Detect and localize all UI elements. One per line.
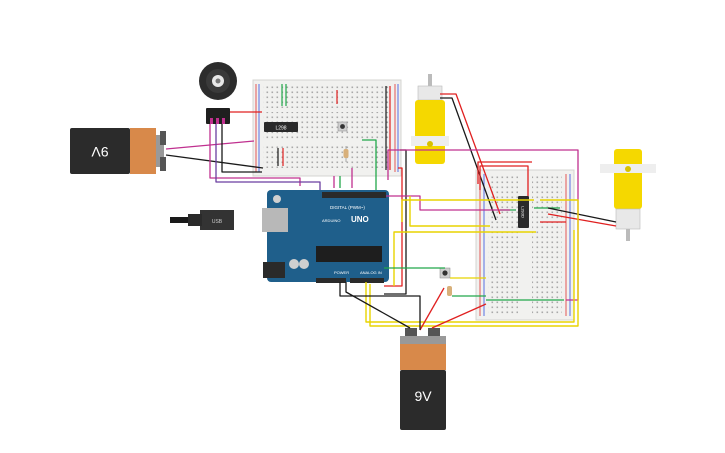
arduino-digital-label: DIGITAL (PWM~): [330, 205, 365, 210]
resistor-bottom[interactable]: [447, 286, 452, 296]
driver-chip-right-label: L293D: [521, 206, 526, 218]
wire-black: [165, 154, 264, 169]
motor-right[interactable]: [600, 149, 656, 241]
arduino-power-label: POWER: [334, 270, 349, 275]
resistor-top[interactable]: [343, 146, 349, 162]
usb-cable[interactable]: USB: [170, 210, 234, 230]
battery-left[interactable]: 9V: [70, 128, 166, 174]
battery-left-label: 9V: [91, 144, 109, 160]
battery-bottom[interactable]: 9V: [400, 328, 446, 430]
usb-label: USB: [212, 219, 223, 225]
wires: [165, 93, 617, 331]
driver-chip-right[interactable]: L293D: [518, 196, 529, 228]
driver-chip-top-label: L298: [275, 126, 286, 132]
battery-bottom-label: 9V: [414, 388, 432, 404]
top-board-jumpers: [277, 84, 391, 170]
push-button-top[interactable]: [337, 121, 348, 132]
push-button-bottom[interactable]: [439, 267, 451, 279]
arduino-analog-label: ANALOG IN: [360, 270, 382, 275]
arduino-brand-label: ARDUINO: [322, 218, 340, 223]
driver-chip-top[interactable]: L298: [264, 122, 298, 132]
arduino-model-label: UNO: [351, 215, 369, 224]
potentiometer[interactable]: [199, 62, 237, 124]
arduino-uno[interactable]: DIGITAL (PWM~) ARDUINO UNO POWER ANALOG …: [262, 190, 389, 283]
usb-port: [262, 208, 288, 232]
motor-top[interactable]: [411, 74, 449, 164]
breadboard-right[interactable]: [475, 169, 575, 321]
